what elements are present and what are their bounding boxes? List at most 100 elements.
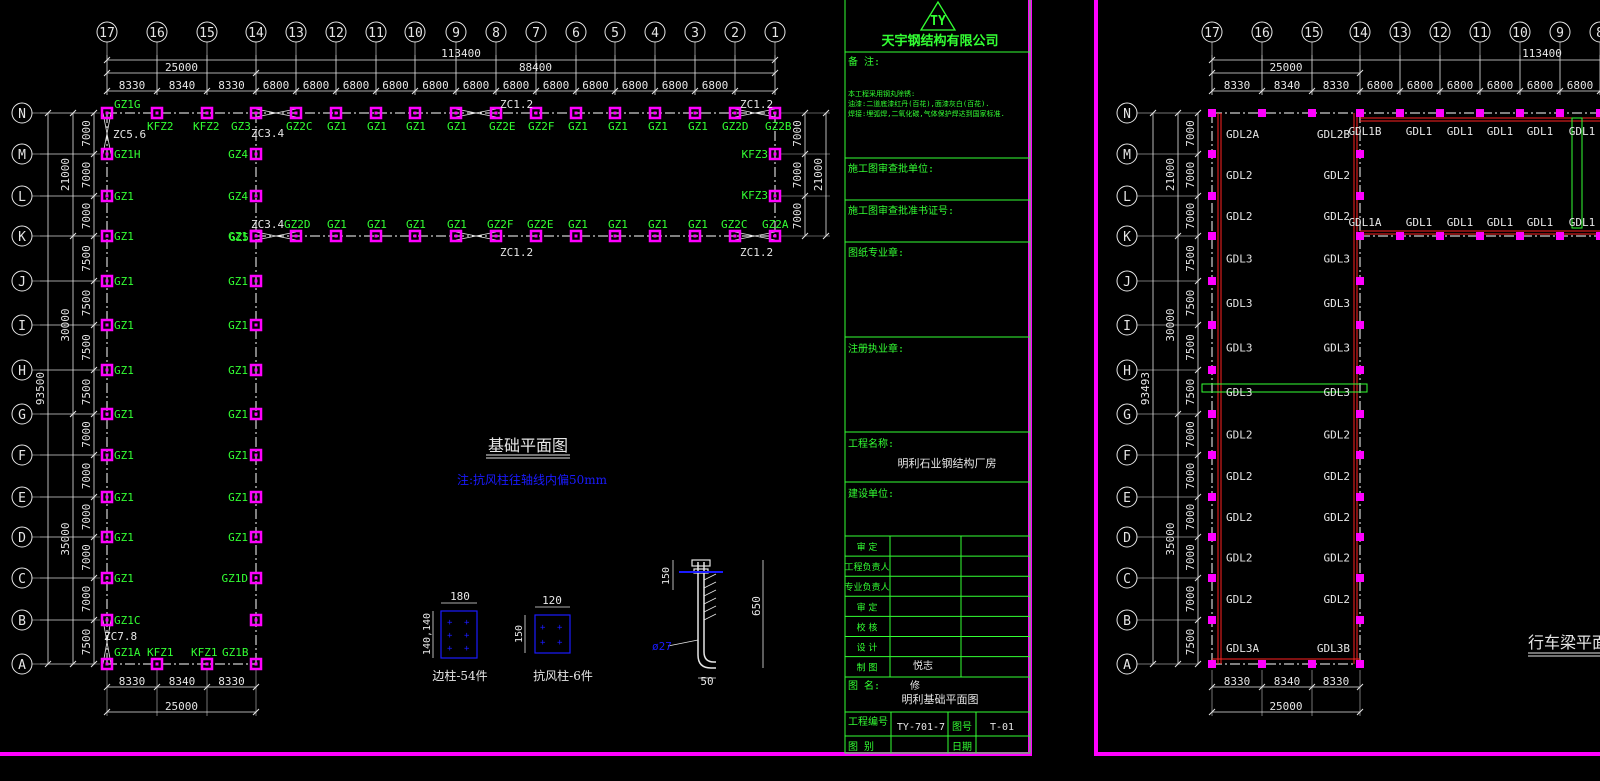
right-dim-top-bay: 6800 <box>1487 79 1514 92</box>
dim-left-bay: 7000 <box>80 162 93 189</box>
dim-tick <box>1194 660 1202 668</box>
column-core <box>574 111 578 115</box>
column-row-N <box>408 106 422 120</box>
label-axis-17: GZ1 <box>114 408 134 421</box>
right-dim-left-bay: 7000 <box>1184 463 1197 490</box>
label-row-A: GZ1A <box>114 646 141 659</box>
label-row-K: GZ1 <box>608 218 628 231</box>
column-core <box>494 111 498 115</box>
right-column-marker <box>1476 232 1484 240</box>
right-dim-left-bay: 7000 <box>1184 504 1197 531</box>
column-axis-1 <box>768 189 782 203</box>
label-row-K: GZ1 <box>447 218 467 231</box>
right-dim-left-bay: 7500 <box>1184 629 1197 656</box>
right-dim-left-bay: 7000 <box>1184 120 1197 147</box>
brace-label: ZC1.2 <box>740 246 773 259</box>
label-axis-14: GZ4 <box>228 190 248 203</box>
column-axis-14 <box>249 613 263 627</box>
column-axis-14 <box>249 229 263 243</box>
brace-label: ZC3.4 <box>251 218 284 231</box>
svg-text:+: + <box>557 623 563 633</box>
brace-label: ZC7.8 <box>104 630 137 643</box>
right-dim-top-a: 25000 <box>1269 61 1302 74</box>
column-axis-17 <box>100 571 114 585</box>
company-logo-text: TY <box>930 14 946 29</box>
date-label: 日期 <box>952 741 972 753</box>
brace-label: ZC1.2 <box>500 98 533 111</box>
right-column-marker <box>1356 574 1364 582</box>
right-column-marker <box>1356 150 1364 158</box>
right-column-marker <box>1596 109 1600 117</box>
crane-stop-bar <box>1201 383 1368 393</box>
side-dim-width: 180 <box>450 590 470 603</box>
beam-label-k: GDL1 <box>1447 216 1474 229</box>
column-core <box>454 234 458 238</box>
column-core <box>254 618 258 622</box>
column-axis-14 <box>249 189 263 203</box>
grid-letter: A <box>18 658 26 673</box>
beam-label-left: GDL2 <box>1226 429 1253 442</box>
right-dim-left-bay: 7000 <box>1184 421 1197 448</box>
column-axis-17 <box>100 229 114 243</box>
category-label: 图 别 <box>848 741 874 753</box>
dim-tick <box>1194 150 1202 158</box>
beam-label-mid: GDL3 <box>1324 253 1351 266</box>
right-grid-letter: F <box>1123 449 1131 464</box>
dim-tick <box>1174 410 1182 418</box>
right-column-marker <box>1208 366 1216 374</box>
column-axis-14 <box>249 571 263 585</box>
right-column-marker <box>1516 232 1524 240</box>
dim-top-bay: 6800 <box>702 79 729 92</box>
column-row-K <box>688 229 702 243</box>
svg-text:+: + <box>464 631 470 641</box>
beam-label-left: GDL2 <box>1226 470 1253 483</box>
right-drawing-title: 行车梁平面 <box>1528 633 1600 652</box>
dim-left-bay: 7000 <box>80 463 93 490</box>
right-dim-left-bay: 7000 <box>1184 586 1197 613</box>
dim-top-bay: 6800 <box>503 79 530 92</box>
right-sheet: 171615141312111098NMLKJIHGFEDCBA 1134002… <box>1116 21 1600 716</box>
column-row-N <box>768 106 782 120</box>
column-axis-17 <box>100 530 114 544</box>
title-block: TY 天宇钢结构有限公司 备 注: 本工程采用钢丸除锈: 油漆:二道底漆红丹(百… <box>844 0 1031 754</box>
beam-label-k: GDL1 <box>1569 216 1596 229</box>
column-axis-14 <box>249 490 263 504</box>
label-row-N: GZ2D <box>722 120 749 133</box>
dim-left-group: 21000 <box>59 158 72 191</box>
column-core <box>105 368 109 372</box>
right-dim-left-bay: 7500 <box>1184 379 1197 406</box>
grid-letter: M <box>18 148 26 163</box>
label-axis-17: GZ1 <box>114 364 134 377</box>
brace <box>734 108 776 118</box>
label-row-A: KFZ1 <box>147 646 174 659</box>
label-row-K: GZ2E <box>527 218 554 231</box>
right-dim-top-bay: 6800 <box>1367 79 1394 92</box>
dim-top-a: 25000 <box>165 61 198 74</box>
wind-column-caption: 抗风柱-6件 <box>533 668 593 683</box>
column-row-N <box>200 106 214 120</box>
right-grid-letter: L <box>1123 190 1131 205</box>
column-row-N <box>100 106 114 120</box>
dim-left-bay: 7000 <box>80 203 93 230</box>
column-row-K <box>569 229 583 243</box>
review-unit-label: 施工图审查批单位: <box>848 162 934 175</box>
beam-label-top: GDL1 <box>1447 125 1474 138</box>
svg-text:+: + <box>447 631 453 641</box>
right-column-marker <box>1208 277 1216 285</box>
dim-top-bay: 6800 <box>543 79 570 92</box>
label-row-N: GZ1G <box>114 98 141 111</box>
right-dim-left-bay: 7500 <box>1184 245 1197 272</box>
label-axis-1: KFZ3 <box>742 148 769 161</box>
dim-right-bay: 7000 <box>791 120 804 147</box>
right-column-marker <box>1258 660 1266 668</box>
right-column-marker <box>1308 660 1316 668</box>
column-core <box>254 152 258 156</box>
right-column-marker <box>1208 660 1216 668</box>
right-dim-bottom-bay: 8330 <box>1323 675 1350 688</box>
right-grid-number: 15 <box>1304 26 1320 41</box>
label-row-K: GZ1 <box>568 218 588 231</box>
right-column-marker <box>1556 232 1564 240</box>
right-column-marker <box>1476 109 1484 117</box>
